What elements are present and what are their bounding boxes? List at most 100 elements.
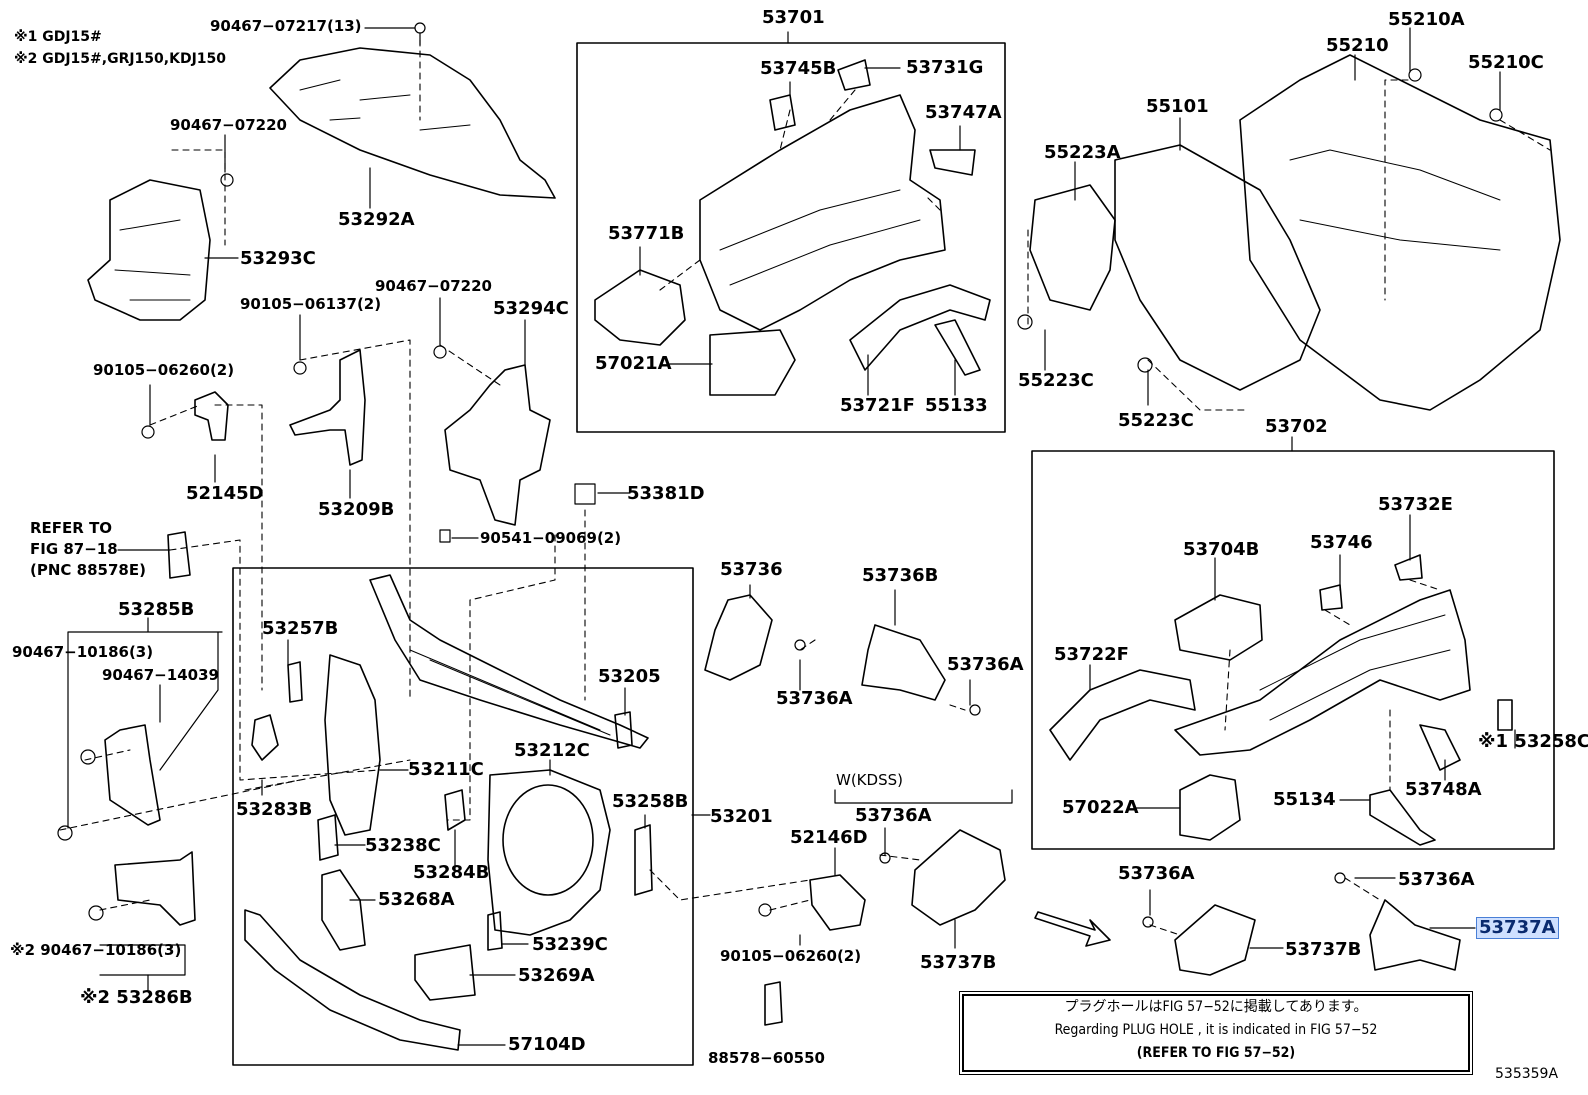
part-label-53286B[interactable]: ※2 53286B [80, 987, 193, 1008]
part-label-57104D[interactable]: 57104D [508, 1034, 586, 1055]
part-label-53746[interactable]: 53746 [1310, 532, 1373, 553]
part-55223A [1029, 184, 1116, 311]
part-label-53736A-1[interactable]: 53736A [776, 688, 853, 709]
part-53292A [269, 47, 556, 199]
part-label-55134[interactable]: 55134 [1273, 789, 1336, 810]
part-label-88578-60550[interactable]: 88578−60550 [708, 1049, 825, 1067]
part-label-55223C-2[interactable]: 55223C [1118, 410, 1194, 431]
part-53771B [594, 269, 686, 346]
part-label-53731G[interactable]: 53731G [906, 57, 984, 78]
part-label-53209B[interactable]: 53209B [318, 499, 395, 520]
direction-arrow [1034, 911, 1111, 947]
part-label-55210[interactable]: 55210 [1326, 35, 1389, 56]
part-55210 [1239, 54, 1561, 411]
part-53209B [289, 349, 366, 466]
plug-note-jp: プラグホールはFIG 57−52に掲載してあります。 [1064, 999, 1368, 1015]
part-53285B [104, 724, 161, 826]
part-label-53211C[interactable]: 53211C [408, 759, 484, 780]
part-53701-apron [699, 94, 946, 331]
part-53721F [849, 284, 991, 371]
part-label-53737A[interactable]: 53737A [1476, 917, 1559, 939]
part-label-90467-14039[interactable]: 90467−14039 [102, 666, 219, 684]
part-label-53704B[interactable]: 53704B [1183, 539, 1260, 560]
part-53736B [861, 624, 946, 701]
part-label-53737B-2[interactable]: 53737B [1285, 939, 1362, 960]
part-label-53771B[interactable]: 53771B [608, 223, 685, 244]
part-52145D [194, 391, 229, 441]
kdss-note: W(KDSS) [836, 771, 903, 789]
part-label-55210C[interactable]: 55210C [1468, 52, 1544, 73]
part-label-53721F[interactable]: 53721F [840, 395, 915, 416]
part-53722F [1049, 669, 1196, 761]
part-label-53258C[interactable]: ※1 53258C [1478, 731, 1588, 752]
part-label-53239C[interactable]: 53239C [532, 934, 608, 955]
part-label-90467-10186[interactable]: 90467−10186(3) [12, 643, 154, 661]
part-label-55223A[interactable]: 55223A [1044, 142, 1121, 163]
part-label-55101[interactable]: 55101 [1146, 96, 1209, 117]
part-label-53381D[interactable]: 53381D [627, 483, 705, 504]
part-label-90541-09069[interactable]: 90541−09069(2) [480, 529, 622, 547]
part-label-53736A-5[interactable]: 53736A [1398, 869, 1475, 890]
part-label-53736A-2[interactable]: 53736A [947, 654, 1024, 675]
part-label-53205[interactable]: 53205 [598, 666, 661, 687]
part-label-53701[interactable]: 53701 [762, 7, 825, 28]
part-label-55133[interactable]: 55133 [925, 395, 988, 416]
part-label-53201[interactable]: 53201 [710, 806, 773, 827]
part-53205 [369, 574, 649, 749]
part-label-53268A[interactable]: 53268A [378, 889, 455, 910]
part-label-90467-07220[interactable]: 90467−07220 [170, 116, 287, 134]
part-label-53285B[interactable]: 53285B [118, 599, 195, 620]
refer-line-2[interactable]: FIG 87−18 [30, 540, 118, 558]
part-label-90105-06260[interactable]: 90105−06260(2) [93, 361, 235, 379]
part-53212C [487, 769, 611, 936]
refer-line-3: (PNC 88578E) [30, 561, 146, 579]
part-57022A [1179, 774, 1241, 841]
part-label-53257B[interactable]: 53257B [262, 618, 339, 639]
part-53293C [87, 179, 211, 321]
part-label-53737B-1[interactable]: 53737B [920, 952, 997, 973]
model-note-1: ※1 GDJ15# [14, 29, 102, 45]
part-53704B [1174, 594, 1263, 661]
part-53737B-left [911, 829, 1006, 926]
refer-line-1: REFER TO [30, 519, 113, 537]
part-label-90105-06137[interactable]: 90105−06137(2) [240, 295, 382, 313]
group-box-53702 [1031, 450, 1555, 850]
part-label-53269A[interactable]: 53269A [518, 965, 595, 986]
part-label-53745B[interactable]: 53745B [760, 58, 837, 79]
part-label-53294C[interactable]: 53294C [493, 298, 569, 319]
part-label-53258B[interactable]: 53258B [612, 791, 689, 812]
part-label-90467-10186-b[interactable]: ※2 90467−10186(3) [10, 941, 182, 959]
group-box-53201 [232, 567, 694, 1066]
group-box-53701 [576, 42, 1006, 433]
part-label-53292A[interactable]: 53292A [338, 209, 415, 230]
part-label-90467-07220-b[interactable]: 90467−07220 [375, 277, 492, 295]
plug-hole-note: プラグホールはFIG 57−52に掲載してあります。 Regarding PLU… [959, 991, 1473, 1075]
part-label-53284B[interactable]: 53284B [413, 862, 490, 883]
part-53211C [324, 654, 381, 836]
part-label-57022A[interactable]: 57022A [1062, 797, 1139, 818]
part-label-55210A[interactable]: 55210A [1388, 9, 1465, 30]
part-57021A [709, 329, 796, 396]
part-label-53283B[interactable]: 53283B [236, 799, 313, 820]
part-label-53736B[interactable]: 53736B [862, 565, 939, 586]
part-label-55223C-1[interactable]: 55223C [1018, 370, 1094, 391]
part-label-53702[interactable]: 53702 [1265, 416, 1328, 437]
part-label-90105-06260-b[interactable]: 90105−06260(2) [720, 947, 862, 965]
part-label-53732E[interactable]: 53732E [1378, 494, 1453, 515]
plug-note-ref[interactable]: (REFER TO FIG 57−52) [1136, 1045, 1296, 1061]
part-label-53293C[interactable]: 53293C [240, 248, 316, 269]
part-label-53722F[interactable]: 53722F [1054, 644, 1129, 665]
part-label-57021A[interactable]: 57021A [595, 353, 672, 374]
part-label-53736[interactable]: 53736 [720, 559, 783, 580]
part-label-53212C[interactable]: 53212C [514, 740, 590, 761]
plug-note-en[interactable]: Regarding PLUG HOLE , it is indicated in… [1054, 1022, 1378, 1038]
part-label-52145D[interactable]: 52145D [186, 483, 264, 504]
part-label-53747A[interactable]: 53747A [925, 102, 1002, 123]
part-label-53238C[interactable]: 53238C [365, 835, 441, 856]
part-label-53748A[interactable]: 53748A [1405, 779, 1482, 800]
part-label-52146D[interactable]: 52146D [790, 827, 868, 848]
part-label-90467-07217[interactable]: 90467−07217(13) [210, 17, 362, 35]
part-53736 [704, 594, 773, 681]
part-label-53736A-4[interactable]: 53736A [1118, 863, 1195, 884]
part-label-53736A-3[interactable]: 53736A [855, 805, 932, 826]
